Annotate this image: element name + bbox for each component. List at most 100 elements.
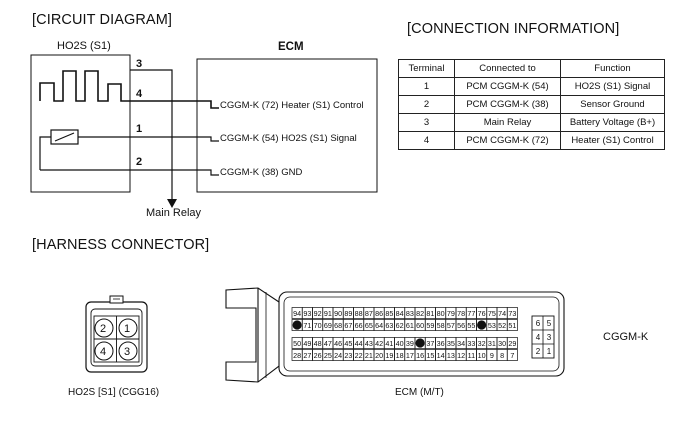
ecm-pin-number: 9 bbox=[490, 351, 494, 360]
pin-number: 3 bbox=[136, 58, 142, 70]
ecm-pin-number: 33 bbox=[467, 339, 475, 348]
ecm-pin-number: 60 bbox=[416, 321, 424, 330]
ecm-pin-number: 12 bbox=[457, 351, 465, 360]
table-row: 4 PCM CGGM-K (72) Heater (S1) Control bbox=[398, 131, 665, 150]
ecm-pin-number: 36 bbox=[437, 339, 445, 348]
ecm-pin-number: 56 bbox=[457, 321, 465, 330]
pin-number: 2 bbox=[136, 156, 142, 168]
ecm-pin-number: 10 bbox=[478, 351, 486, 360]
ecm-pin-number: 26 bbox=[314, 351, 322, 360]
ecm-pin-number: 32 bbox=[478, 339, 486, 348]
table-row: 1 PCM CGGM-K (54) HO2S (S1) Signal bbox=[398, 77, 665, 96]
ecm-pin-number: 47 bbox=[324, 339, 332, 348]
ecm-pin-number: 52 bbox=[498, 321, 506, 330]
ecm-pin-cell bbox=[506, 307, 518, 319]
ecm-pin-number: 19 bbox=[385, 351, 393, 360]
relay-arrow-icon bbox=[167, 199, 177, 208]
ecm-pin-number: 37 bbox=[426, 339, 434, 348]
ecm-pin-number: 22 bbox=[355, 351, 363, 360]
ecm-blank-pin-icon bbox=[292, 320, 302, 330]
ecm-side-pin: 3 bbox=[547, 333, 552, 342]
ecm-pin-number: 83 bbox=[406, 309, 414, 318]
ecm-blank-pin-icon bbox=[477, 320, 487, 330]
sensor-loop-left bbox=[39, 136, 51, 170]
ecm-pin-number: 87 bbox=[365, 309, 373, 318]
ecm-signal-label: CGGM-K (72) Heater (S1) Control bbox=[220, 100, 364, 111]
harness-connector-title: [HARNESS CONNECTOR] bbox=[32, 237, 210, 253]
ecm-pin-number: 50 bbox=[293, 339, 301, 348]
ecm-pin-number: 46 bbox=[334, 339, 342, 348]
ecm-side-pin: 2 bbox=[536, 347, 541, 356]
ecm-pin-number: 51 bbox=[508, 321, 516, 330]
ecm-pin-number: 92 bbox=[314, 309, 322, 318]
ecm-pin-number: 67 bbox=[344, 321, 352, 330]
ecm-pin-number: 13 bbox=[447, 351, 455, 360]
terminal-cell: 1 bbox=[398, 77, 455, 96]
ecm-pin-number: 42 bbox=[375, 339, 383, 348]
ecm-side-pin: 6 bbox=[536, 319, 541, 328]
ecm-pin-number: 11 bbox=[468, 351, 475, 360]
connected-to-cell: Main Relay bbox=[454, 113, 561, 132]
ecm-box bbox=[196, 58, 378, 193]
connection-table: Terminal Connected to Function 1 PCM CGG… bbox=[398, 59, 665, 150]
ecm-pin-cell bbox=[506, 319, 518, 331]
ecm-pin-number: 81 bbox=[426, 309, 434, 318]
ecm-pin-number: 20 bbox=[375, 351, 383, 360]
ecm-pin-number: 76 bbox=[478, 309, 486, 318]
ecm-pin-number: 70 bbox=[314, 321, 322, 330]
ecm-connector-label: ECM (M/T) bbox=[395, 387, 444, 398]
heater-element bbox=[39, 70, 219, 109]
ecm-pin-number: 34 bbox=[457, 339, 465, 348]
ecm-pin-number: 80 bbox=[437, 309, 445, 318]
pin-number: 1 bbox=[136, 123, 142, 135]
ecm-pin-number: 64 bbox=[375, 321, 383, 330]
sensor-connector bbox=[85, 295, 148, 373]
ecm-pin-number: 16 bbox=[416, 351, 424, 360]
ecm-pin-number: 74 bbox=[498, 309, 506, 318]
ecm-pin-number: 93 bbox=[303, 309, 311, 318]
pin-number: 4 bbox=[136, 88, 143, 100]
terminal-cell: 3 bbox=[398, 113, 455, 132]
ecm-side-pin: 1 bbox=[547, 347, 552, 356]
terminal-cell: 2 bbox=[398, 95, 455, 114]
ecm-connector-name: CGGM-K bbox=[603, 331, 649, 343]
ecm-pin-number: 23 bbox=[344, 351, 352, 360]
ecm-pin-number: 7 bbox=[510, 351, 514, 360]
ecm-pin-number: 21 bbox=[365, 351, 373, 360]
ecm-pin-number: 14 bbox=[437, 351, 445, 360]
ecm-pin-number: 28 bbox=[293, 351, 301, 360]
connection-info-title: [CONNECTION INFORMATION] bbox=[407, 21, 620, 37]
function-cell: Sensor Ground bbox=[560, 95, 665, 114]
ecm-pin-number: 59 bbox=[426, 321, 434, 330]
ecm-pin-number: 17 bbox=[406, 351, 414, 360]
ecm-pin-number: 27 bbox=[303, 351, 311, 360]
ecm-pin-number: 43 bbox=[365, 339, 373, 348]
ecm-pin-number: 85 bbox=[385, 309, 393, 318]
sensor-connector-pin: 3 bbox=[124, 346, 130, 358]
ecm-pin-number: 79 bbox=[447, 309, 455, 318]
relay-label: Main Relay bbox=[146, 207, 202, 219]
ecm-pin-number: 82 bbox=[416, 309, 424, 318]
ecm-pin-number: 55 bbox=[467, 321, 475, 330]
table-header: Connected to bbox=[454, 59, 561, 78]
ecm-pin-number: 61 bbox=[406, 321, 414, 330]
ecm-pin-number: 91 bbox=[324, 309, 332, 318]
ecm-pin-number: 68 bbox=[334, 321, 342, 330]
ecm-pin-number: 89 bbox=[344, 309, 352, 318]
ecm-pin-number: 88 bbox=[355, 309, 363, 318]
ecm-pin-number: 44 bbox=[355, 339, 363, 348]
ecm-signal-label: CGGM-K (54) HO2S (S1) Signal bbox=[220, 133, 357, 144]
circuit-diagram-title: [CIRCUIT DIAGRAM] bbox=[32, 12, 172, 28]
ground-wire bbox=[40, 169, 219, 176]
function-cell: Battery Voltage (B+) bbox=[560, 113, 665, 132]
table-header: Terminal bbox=[398, 59, 455, 78]
ecm-pin-cell bbox=[506, 337, 518, 349]
ecm-pin-number: 24 bbox=[334, 351, 342, 360]
ecm-side-pin: 4 bbox=[536, 333, 541, 342]
connected-to-cell: PCM CGGM-K (72) bbox=[454, 131, 561, 150]
ecm-pin-number: 86 bbox=[375, 309, 383, 318]
ecm-pin-number: 15 bbox=[426, 351, 434, 360]
ecm-pin-number: 63 bbox=[385, 321, 393, 330]
ecm-pin-number: 69 bbox=[324, 321, 332, 330]
sensor-name: HO2S (S1) bbox=[57, 40, 111, 52]
